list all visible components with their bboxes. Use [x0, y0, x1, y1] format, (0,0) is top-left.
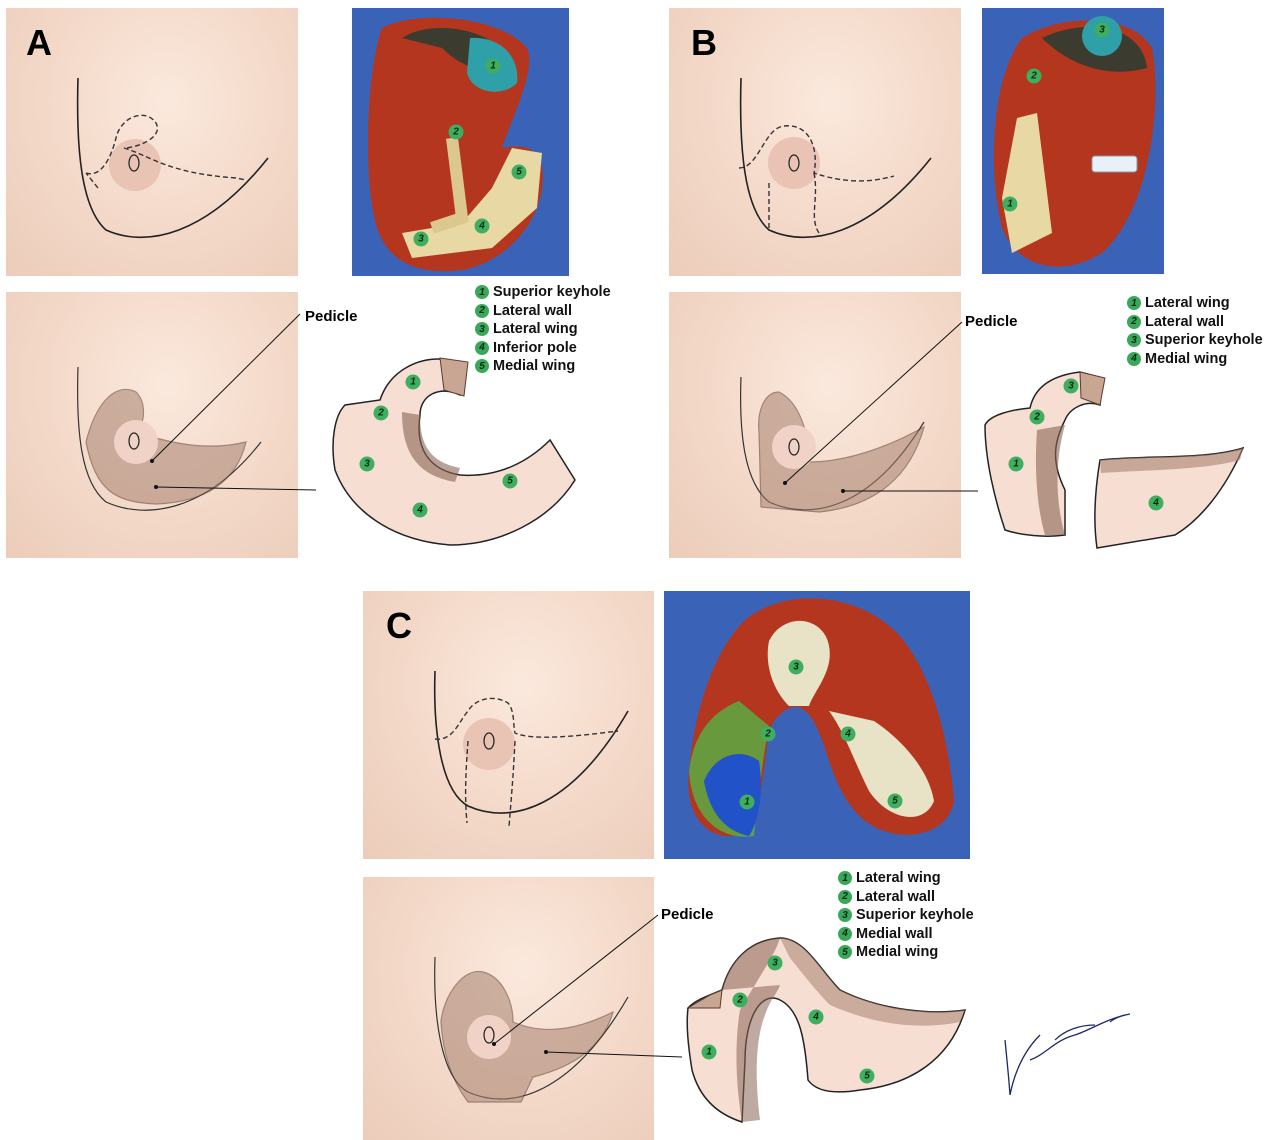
number-badge: 4 [475, 341, 489, 355]
legend-label: Medial wing [1145, 351, 1227, 367]
signature [995, 1000, 1155, 1100]
legend-item: 2 Lateral wall [1127, 313, 1263, 332]
marker-a-photo-5: 5 [512, 165, 527, 180]
legend-label: Medial wing [493, 358, 575, 374]
number-badge: 1 [838, 871, 852, 885]
marker-a-diagram-2: 2 [374, 406, 389, 421]
legend-label: Lateral wing [1145, 295, 1230, 311]
marker-c-photo-1: 1 [740, 795, 755, 810]
legend-b: 1 Lateral wing 2 Lateral wall 3 Superior ke… [1127, 294, 1263, 368]
number-badge: 2 [1127, 315, 1141, 329]
legend-item: 3 Superior keyhole [838, 906, 974, 925]
marker-a-photo-4: 4 [475, 219, 490, 234]
legend-item: 4 Medial wall [838, 925, 974, 944]
panel-c-specimen-photo [664, 591, 970, 859]
panel-b-specimen-photo [982, 8, 1164, 274]
marker-b-diagram-1: 1 [1009, 457, 1024, 472]
number-badge: 4 [1127, 352, 1141, 366]
marker-c-diagram-1: 1 [702, 1045, 717, 1060]
pedicle-label-a-text: Pedicle [305, 308, 358, 325]
pedicle-drawing-c [363, 877, 654, 1140]
legend-item: 4 Inferior pole [475, 339, 611, 358]
marker-c-photo-2: 2 [761, 727, 776, 742]
legend-item: 5 Medial wing [838, 943, 974, 962]
marker-c-photo-5: 5 [888, 794, 903, 809]
panel-a-pedicle-drawing [6, 292, 298, 558]
marker-b-photo-1: 1 [1003, 197, 1018, 212]
panel-c-breast-markings: C [363, 591, 654, 859]
panel-b-breast-markings: B [669, 8, 961, 276]
signature-graphic [995, 1000, 1155, 1100]
panel-letter-b: B [691, 22, 717, 64]
legend-label: Lateral wall [1145, 314, 1224, 330]
legend-item: 5 Medial wing [475, 357, 611, 376]
number-badge: 3 [1127, 333, 1141, 347]
number-badge: 5 [475, 359, 489, 373]
legend-label: Inferior pole [493, 340, 577, 356]
legend-label: Superior keyhole [1145, 332, 1263, 348]
marker-b-diagram-3: 3 [1064, 379, 1079, 394]
legend-item: 3 Superior keyhole [1127, 331, 1263, 350]
marker-c-photo-4: 4 [841, 727, 856, 742]
marker-c-diagram-2: 2 [733, 993, 748, 1008]
marker-b-photo-3: 3 [1095, 23, 1110, 38]
marker-a-photo-2: 2 [449, 125, 464, 140]
pedicle-drawing-a [6, 292, 298, 558]
marker-a-photo-1: 1 [486, 59, 501, 74]
number-badge: 1 [1127, 296, 1141, 310]
number-badge: 3 [838, 908, 852, 922]
specimen-photo-a [352, 8, 569, 276]
marker-a-diagram-1: 1 [406, 375, 421, 390]
marker-a-diagram-5: 5 [503, 474, 518, 489]
number-badge: 2 [838, 890, 852, 904]
marker-b-diagram-2: 2 [1030, 410, 1045, 425]
legend-item: 2 Lateral wall [475, 302, 611, 321]
marker-a-photo-3: 3 [414, 232, 429, 247]
legend-item: 1 Superior keyhole [475, 283, 611, 302]
panel-b-pedicle-drawing [669, 292, 961, 558]
panel-c-pedicle-drawing [363, 877, 654, 1140]
legend-item: 2 Lateral wall [838, 888, 974, 907]
marker-b-photo-2: 2 [1027, 69, 1042, 84]
legend-a: 1 Superior keyhole 2 Lateral wall 3 Lateral… [475, 283, 611, 376]
pedicle-label-b-text: Pedicle [965, 313, 1018, 330]
legend-item: 1 Lateral wing [1127, 294, 1263, 313]
marker-a-diagram-3: 3 [360, 457, 375, 472]
legend-label: Lateral wall [493, 303, 572, 319]
legend-item: 4 Medial wing [1127, 350, 1263, 369]
legend-c: 1 Lateral wing 2 Lateral wall 3 Superior ke… [838, 869, 974, 962]
marker-c-diagram-5: 5 [860, 1069, 875, 1084]
panel-a-breast-markings: A [6, 8, 298, 276]
number-badge: 4 [838, 927, 852, 941]
panel-a-specimen-photo [352, 8, 569, 276]
legend-label: Superior keyhole [856, 907, 974, 923]
legend-label: Lateral wing [856, 870, 941, 886]
marker-c-diagram-3: 3 [768, 956, 783, 971]
panel-letter-a: A [26, 22, 52, 64]
marker-c-photo-3: 3 [789, 660, 804, 675]
legend-label: Medial wall [856, 926, 933, 942]
pedicle-label-c-text: Pedicle [661, 906, 714, 923]
panel-letter-c: C [386, 605, 412, 647]
legend-label: Lateral wing [493, 321, 578, 337]
marker-b-diagram-4: 4 [1149, 496, 1164, 511]
number-badge: 1 [475, 285, 489, 299]
pedicle-drawing-b [669, 292, 961, 558]
specimen-photo-c [664, 591, 970, 859]
legend-label: Superior keyhole [493, 284, 611, 300]
legend-label: Lateral wall [856, 889, 935, 905]
number-badge: 5 [838, 945, 852, 959]
specimen-photo-b [982, 8, 1164, 274]
number-badge: 2 [475, 304, 489, 318]
legend-item: 3 Lateral wing [475, 320, 611, 339]
marker-c-diagram-4: 4 [809, 1010, 824, 1025]
legend-label: Medial wing [856, 944, 938, 960]
number-badge: 3 [475, 322, 489, 336]
marker-a-diagram-4: 4 [413, 503, 428, 518]
legend-item: 1 Lateral wing [838, 869, 974, 888]
